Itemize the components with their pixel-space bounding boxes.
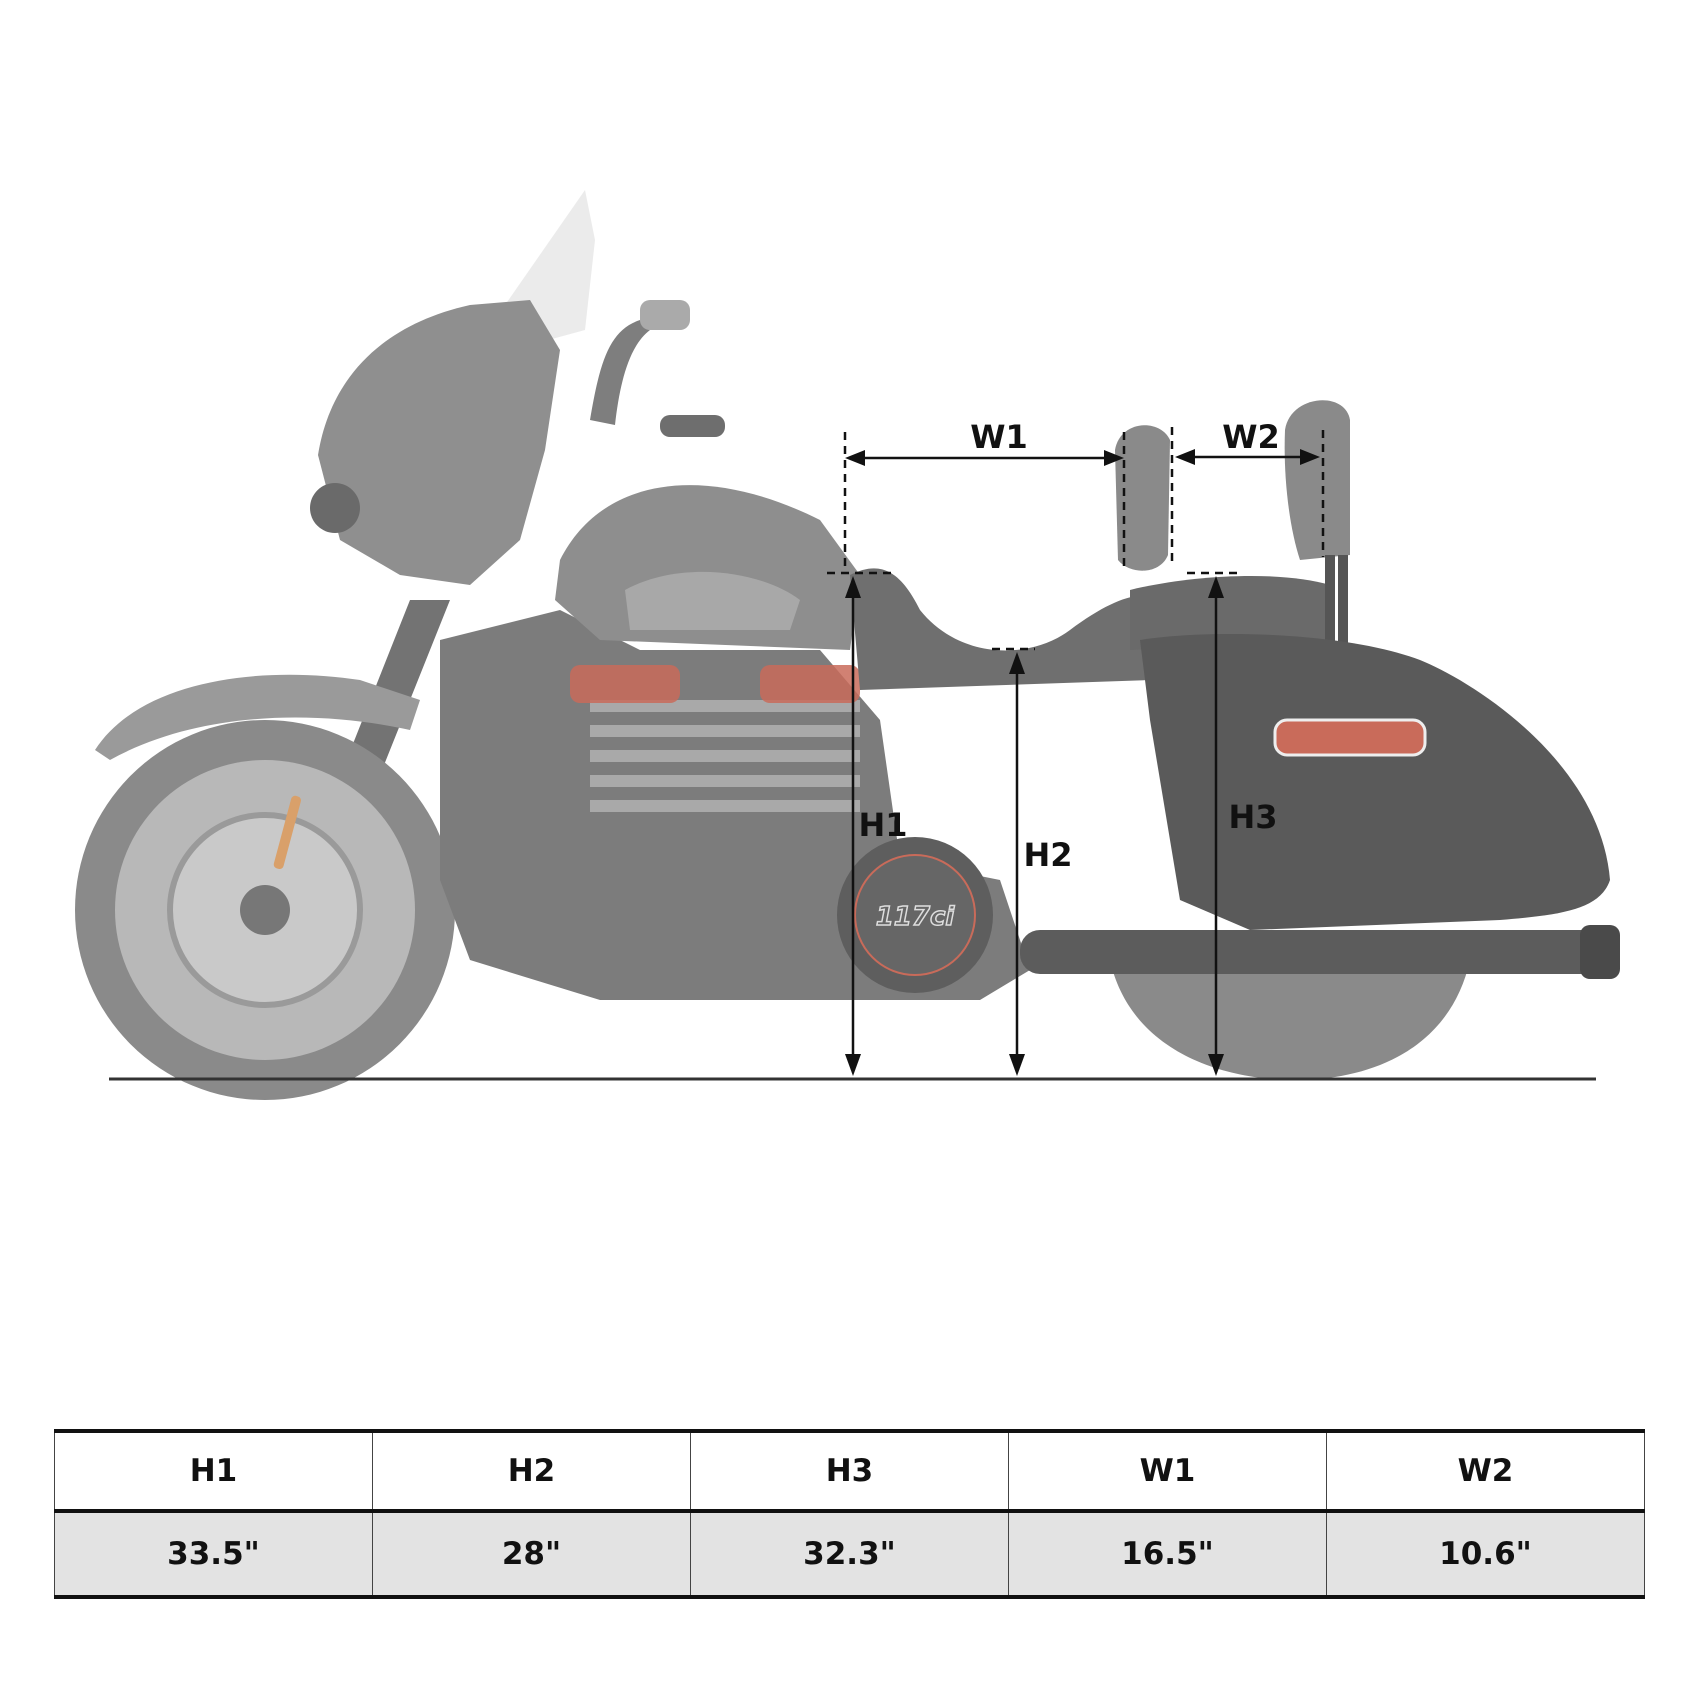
- header-cell-h3: H3: [690, 1429, 1009, 1513]
- header-cell-h1: H1: [54, 1429, 373, 1513]
- dimension-spec-table: H1 H2 H3 W1 W2 33.5" 28" 32.3" 16.5" 10.…: [54, 1429, 1645, 1599]
- value-cell-w2: 10.6": [1326, 1511, 1645, 1599]
- table-header-row: H1 H2 H3 W1 W2: [54, 1429, 1645, 1513]
- value-cell-h1: 33.5": [54, 1511, 373, 1599]
- h2-label: H2: [1023, 836, 1073, 874]
- value-cell-h2: 28": [372, 1511, 691, 1599]
- h3-dimension: [1187, 571, 1243, 1076]
- engine-badge: 117ci: [876, 902, 956, 932]
- h3-label: H3: [1228, 798, 1278, 836]
- motorcycle-illustration: 117ci: [75, 190, 1620, 1100]
- header-cell-h2: H2: [372, 1429, 691, 1513]
- table-value-row: 33.5" 28" 32.3" 16.5" 10.6": [54, 1511, 1645, 1599]
- header-cell-w1: W1: [1008, 1429, 1327, 1513]
- w2-dimension: [1170, 427, 1325, 565]
- motorcycle-dimension-diagram: 117ci: [75, 190, 1620, 1100]
- w1-dimension: [843, 432, 1126, 573]
- value-cell-w1: 16.5": [1008, 1511, 1327, 1599]
- h1-dimension: [827, 571, 895, 1076]
- value-cell-h3: 32.3": [690, 1511, 1009, 1599]
- h1-label: H1: [858, 806, 908, 844]
- w2-label: W2: [1222, 418, 1280, 456]
- w1-label: W1: [970, 418, 1028, 456]
- header-cell-w2: W2: [1326, 1429, 1645, 1513]
- h2-dimension: [992, 647, 1035, 1076]
